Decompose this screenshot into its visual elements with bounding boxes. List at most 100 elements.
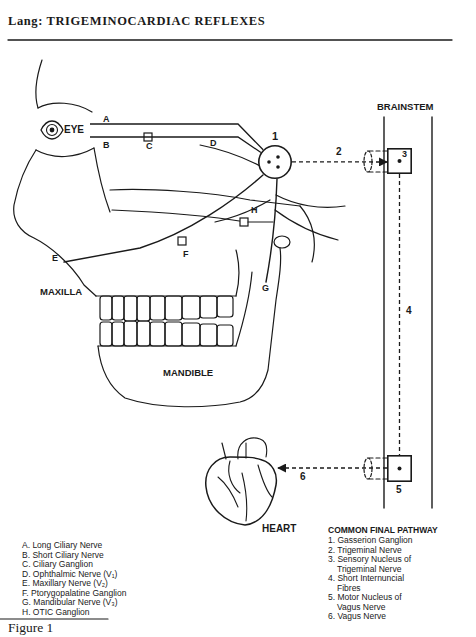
heart-vessel [245,443,246,458]
key-item: F. Ptorygopalatine Ganglion [22,589,126,599]
rect-outline [387,148,412,174]
tooth [112,296,124,320]
key-item: B. Short Ciliary Nerve [22,551,104,561]
nucleus-dot [398,467,402,471]
zygomatic-arch [110,189,300,206]
ganglion-box [240,218,248,226]
nerve-tube [364,151,372,172]
nerve-connector [292,161,387,162]
key-item: A. Long Ciliary Nerve [22,541,102,551]
key-item: C. Ciliary Ganglion [22,560,93,570]
callout-number: 1 [272,130,278,142]
key-item: 3. Sensory Nucleus of Trigeminal Nerve [328,555,422,574]
eye-node: EYE [40,115,90,145]
ganglion-box [144,133,152,141]
tooth [200,324,217,346]
callout-number: B [103,139,110,151]
tooth [112,322,124,346]
nucleus-box [388,456,411,481]
heart-outline [206,457,277,525]
ophthalmic-nerve [200,145,260,166]
nerve-branch [215,200,270,222]
heart-vessel [229,461,240,493]
heart-vessel [218,477,238,507]
key-item: G. Mandibular Nerve (V₃) [22,598,118,608]
nerve-branch [276,195,345,207]
structure-label: BRAINSTEM [377,102,433,112]
part-letter: F [183,250,189,260]
callout-number: 3 [402,148,407,160]
part-letter: D [210,139,217,149]
heart-vessel [238,438,267,459]
ganglion-dot [276,155,280,159]
circle-outline [258,145,292,179]
title-rule [8,39,452,40]
tooth [182,296,200,319]
ganglion-circle [259,146,291,178]
skull-outline [36,60,42,108]
zygomatic-arch [112,210,246,222]
heart-vessel [222,443,226,459]
key-item: E. Maxillary Nerve (V₂) [22,579,108,589]
heart-vessel [242,473,247,521]
tooth [137,321,150,346]
tooth [165,322,182,346]
tooth [124,321,137,346]
callout-number: 6 [300,471,306,483]
nerve-tube [364,458,372,479]
structure-label: MAXILLA [40,287,82,297]
ganglion-circle: 1 [258,145,292,179]
part-letter: H [251,206,258,216]
brainstem-outline [383,117,384,508]
nerve-branch [275,210,338,240]
structure-label: MANDIBLE [163,368,213,378]
tooth [100,296,112,320]
heart-node: HEART [200,435,278,527]
rect-outline [387,455,412,482]
callout-number: 2 [336,146,342,158]
brainstem-outline [431,117,432,508]
skull-outline [14,150,96,296]
figure-caption: Figure 1 [8,620,53,635]
mandible-condyle [274,236,290,248]
ganglion-box [178,237,186,245]
part-letter: E [52,254,58,264]
eye-pupil [50,128,55,133]
nerve-branch [248,221,273,222]
nucleus-box [388,149,411,173]
tooth [217,325,233,346]
nucleus-box: 3 [387,148,412,174]
mandible-outline [236,272,252,346]
maxilla-outline [236,250,239,296]
heart-outline [200,435,278,527]
node-label: EYE [64,124,84,136]
tooth [200,296,217,318]
key-item: D. Ophthalmic Nerve (V₁) [22,570,117,580]
callout-number: A [103,113,110,125]
nucleus-box: 5 [387,455,412,482]
part-letter: C [146,142,153,152]
maxillary-nerve [64,175,263,262]
key-item: H. OTIC Ganglion [22,608,90,618]
nerve-connector [90,124,263,150]
eye-outline [41,121,63,139]
mandible-outline [98,248,281,407]
heart-vessel [258,465,272,497]
figure-title: Lang: TRIGEMINOCARDIAC REFLEXES [8,14,265,29]
cheek-bone [94,148,110,212]
tooth [217,296,233,317]
nerve-connector [90,137,261,152]
tooth [100,322,112,346]
key-item: 2. Trigeminal Nerve [328,546,402,556]
key-item: 6. Vagus Nerve [328,612,386,622]
orbit-outline [38,103,92,112]
tooth [182,323,200,346]
nerve-connector [399,174,400,455]
tooth [165,296,182,320]
callout-number: 4 [406,305,412,317]
orbit-outline [36,148,94,157]
ganglion-dot [276,165,280,169]
